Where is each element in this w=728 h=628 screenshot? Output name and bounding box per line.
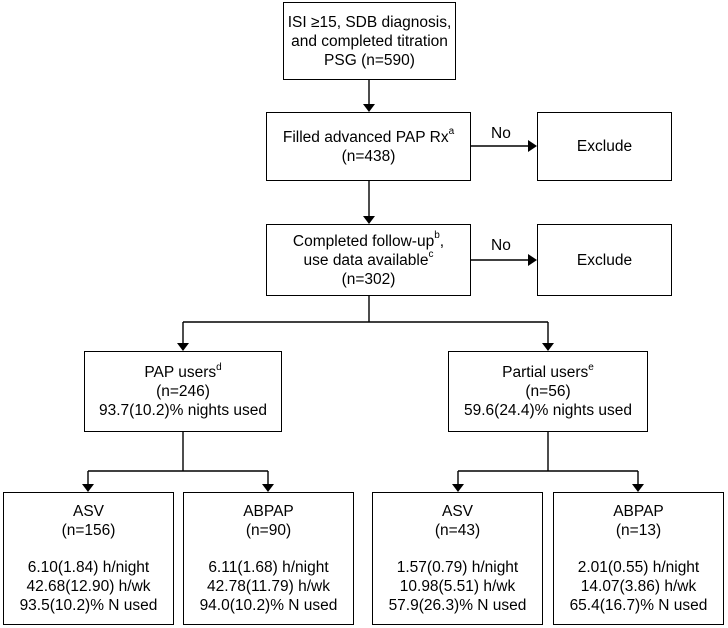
node-pap-users-count: (n=246)	[156, 383, 210, 400]
node-filled-rx-line: Filled advanced PAP Rxa	[282, 126, 455, 147]
node-partial-users-count: (n=56)	[525, 383, 571, 400]
arrowhead-followup-exclude	[528, 254, 537, 266]
node-filled-rx: Filled advanced PAP Rxa (n=438)	[266, 112, 471, 181]
leaf-count: (n=13)	[615, 522, 662, 539]
node-leaf-pap-abpap: ABPAP (n=90) 6.11(1.68) h/night 42.78(11…	[183, 492, 354, 625]
node-start-line-3: PSG (n=590)	[324, 51, 415, 69]
node-follow-up-line-1: Completed follow-upb,	[292, 230, 445, 251]
node-exclude-2: Exclude	[537, 224, 672, 296]
no-label-1: No	[491, 125, 511, 142]
node-partial-users-nights: 59.6(24.4)% nights used	[463, 402, 633, 419]
footnote-b: b	[434, 230, 440, 242]
leaf-title: ASV	[72, 503, 104, 520]
leaf-hours-per-week: 42.78(11.79) h/wk	[207, 578, 330, 595]
arrowhead-leaf-2	[262, 484, 274, 492]
node-pap-users: PAP usersd (n=246) 93.7(10.2)% nights us…	[84, 351, 282, 432]
node-partial-users-line: Partial userse	[502, 361, 594, 382]
leaf-count: (n=156)	[61, 522, 116, 539]
node-follow-up-label-2: use data available	[303, 251, 429, 269]
leaf-hours-per-night: 2.01(0.55) h/night	[577, 559, 700, 576]
node-start: ISI ≥15, SDB diagnosis, and completed ti…	[283, 2, 456, 80]
node-leaf-pap-asv: ASV (n=156) 6.10(1.84) h/night 42.68(12.…	[3, 492, 174, 625]
leaf-title: ABPAP	[613, 503, 664, 520]
node-follow-up-label-1: Completed follow-up	[292, 232, 435, 250]
leaf-hours-per-week: 42.68(12.90) h/wk	[26, 578, 151, 595]
node-filled-rx-label: Filled advanced PAP Rx	[282, 128, 449, 146]
node-exclude-2-label: Exclude	[576, 251, 633, 269]
node-leaf-partial-asv: ASV (n=43) 1.57(0.79) h/night 10.98(5.51…	[372, 492, 543, 625]
leaf-nights-used: 94.0(10.2)% N used	[199, 597, 338, 614]
leaf-hours-per-night: 6.11(1.68) h/night	[208, 559, 329, 576]
arrowhead-leaf-4	[632, 484, 644, 492]
node-exclude-1-label: Exclude	[576, 138, 633, 155]
arrowhead-partial-users	[542, 343, 554, 351]
node-pap-users-label: PAP users	[144, 364, 217, 381]
leaf-title: ASV	[441, 503, 473, 520]
arrowhead-filled-exclude	[528, 140, 537, 152]
leaf-hours-per-week: 10.98(5.51) h/wk	[399, 578, 516, 595]
node-filled-rx-count: (n=438)	[341, 147, 396, 165]
node-partial-users-label: Partial users	[502, 364, 589, 381]
footnote-e: e	[588, 361, 594, 373]
node-exclude-1: Exclude	[537, 112, 672, 181]
node-start-line-2: and completed titration	[291, 32, 448, 50]
arrowhead-pap-users	[177, 343, 189, 351]
leaf-count: (n=43)	[434, 522, 481, 539]
footnote-c: c	[428, 249, 434, 261]
node-follow-up-count: (n=302)	[341, 270, 396, 288]
no-label-2: No	[491, 237, 511, 254]
leaf-nights-used: 57.9(26.3)% N used	[388, 597, 527, 614]
footnote-d: d	[216, 361, 222, 373]
node-leaf-partial-abpap: ABPAP (n=13) 2.01(0.55) h/night 14.07(3.…	[553, 492, 724, 625]
leaf-nights-used: 93.5(10.2)% N used	[19, 597, 158, 614]
node-partial-users: Partial userse (n=56) 59.6(24.4)% nights…	[448, 351, 648, 432]
node-follow-up-line-2: use data availablec	[303, 249, 434, 270]
node-start-line-1: ISI ≥15, SDB diagnosis,	[287, 13, 452, 31]
node-pap-users-nights: 93.7(10.2)% nights used	[98, 402, 268, 419]
leaf-hours-per-night: 6.10(1.84) h/night	[27, 559, 150, 576]
node-follow-up: Completed follow-upb, use data available…	[266, 224, 471, 296]
leaf-hours-per-week: 14.07(3.86) h/wk	[580, 578, 697, 595]
arrowhead-leaf-3	[452, 484, 464, 492]
node-pap-users-line: PAP usersd	[144, 361, 222, 382]
footnote-a: a	[448, 126, 455, 138]
leaf-count: (n=90)	[245, 522, 292, 539]
arrowhead-start-filled	[363, 104, 375, 112]
arrowhead-leaf-1	[82, 484, 94, 492]
leaf-hours-per-night: 1.57(0.79) h/night	[396, 559, 519, 576]
arrowhead-filled-followup	[363, 216, 375, 224]
leaf-title: ABPAP	[243, 503, 294, 520]
leaf-nights-used: 65.4(16.7)% N used	[569, 597, 708, 614]
node-follow-up-comma: ,	[439, 232, 445, 250]
